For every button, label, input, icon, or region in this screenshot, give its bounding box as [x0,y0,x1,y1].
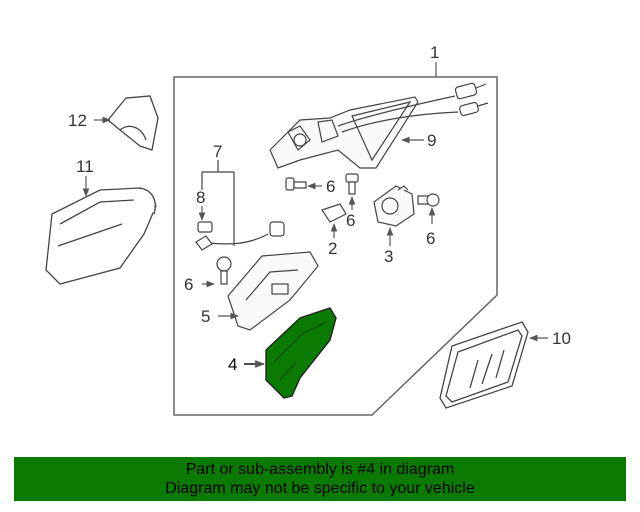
callout-2: 2 [328,239,337,258]
callout-6a: 6 [326,177,335,196]
callout-5: 5 [201,307,210,326]
part-6-screw-b [345,173,359,195]
callout-4: 4 [228,355,237,374]
banner-line-1: Part or sub-assembly is #4 in diagram [185,461,455,478]
part-3-motor [373,185,415,227]
part-6-screw-d [216,256,232,285]
info-banner: Part or sub-assembly is #4 in diagram Di… [14,457,626,501]
part-7-harness [195,160,285,251]
callout-6c: 6 [426,229,435,248]
callout-9: 9 [427,131,436,150]
callout-10: 10 [552,329,571,348]
callout-6d: 6 [184,275,193,294]
callout-7: 7 [213,142,222,161]
part-2-clip [321,203,347,223]
part-11-outer-housing [45,187,157,285]
callout-3: 3 [384,247,393,266]
assembly-outline [173,76,498,416]
banner-line-2: Diagram may not be specific to your vehi… [165,480,475,497]
part-12-cap [107,95,159,151]
part-10-mirror-glass [439,321,529,409]
part-6-screw-c [417,193,440,207]
callout-12: 12 [68,111,87,130]
part-6-screw-a [285,177,307,191]
callout-11: 11 [76,157,94,176]
callout-6b: 6 [346,211,355,230]
part-5-housing [227,251,319,331]
callout-8: 8 [196,188,205,207]
part-9-mirror-base [269,82,489,169]
parts-diagram: 1 9 7 8 6 6 2 3 6 6 5 4 10 11 12 [45,43,571,416]
callout-1: 1 [430,43,439,62]
part-4-cover [265,307,337,399]
